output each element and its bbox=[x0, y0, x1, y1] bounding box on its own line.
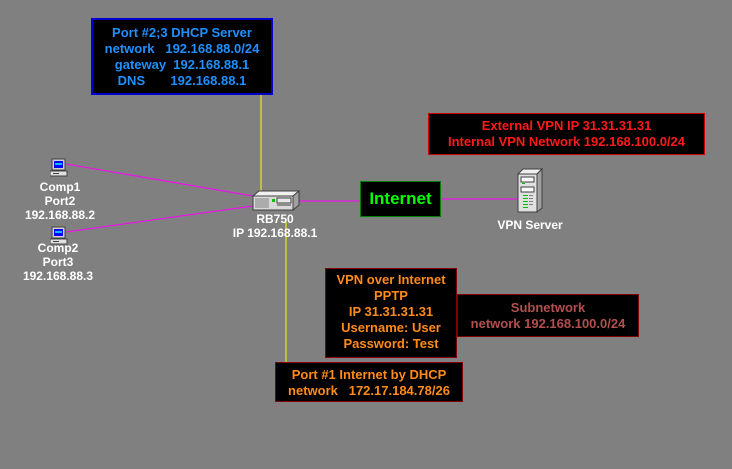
vpn-client-info-box: VPN over Internet PPTP IP 31.31.31.31 Us… bbox=[325, 268, 457, 358]
dhcp-network: network 192.168.88.0/24 bbox=[104, 41, 260, 56]
vpn-external-ip: External VPN IP 31.31.31.31 bbox=[481, 118, 652, 133]
link-comp2-router bbox=[65, 205, 254, 233]
vpn-internal-network: Internal VPN Network 192.168.100.0/24 bbox=[447, 134, 685, 149]
server-tower-icon bbox=[516, 167, 544, 214]
comp2-node[interactable] bbox=[49, 226, 68, 246]
dhcp-gateway: gateway 192.168.88.1 bbox=[114, 57, 250, 72]
vpn-server-info-box: External VPN IP 31.31.31.31 Internal VPN… bbox=[428, 113, 705, 155]
comp2-name: Comp2 bbox=[37, 241, 79, 255]
vpn-client-protocol: PPTP bbox=[374, 288, 408, 303]
router-icon bbox=[251, 189, 301, 212]
router-label: RB750 IP 192.168.88.1 bbox=[215, 212, 335, 240]
wan-port-info-box: Port #1 Internet by DHCP network 172.17.… bbox=[275, 362, 463, 402]
vpn-client-username: Username: User bbox=[341, 320, 441, 335]
vpn-server-node[interactable] bbox=[516, 167, 544, 214]
comp1-label: Comp1 Port2 192.168.88.2 bbox=[10, 180, 110, 222]
wan-network: network 172.17.184.78/26 bbox=[288, 383, 450, 398]
vpn-client-password: Password: Test bbox=[343, 336, 439, 351]
wan-title: Port #1 Internet by DHCP bbox=[291, 367, 447, 382]
vpn-server-name: VPN Server bbox=[497, 218, 563, 232]
subnetwork-info-box: Subnetwork network 192.168.100.0/24 bbox=[457, 294, 639, 337]
vpn-client-title: VPN over Internet bbox=[336, 272, 446, 287]
computer-icon bbox=[49, 226, 68, 245]
router-name: RB750 bbox=[256, 212, 294, 226]
vpn-client-ip: IP 31.31.31.31 bbox=[348, 304, 434, 319]
comp1-ip: 192.168.88.2 bbox=[24, 208, 96, 222]
router-ip: IP 192.168.88.1 bbox=[232, 226, 318, 240]
dhcp-title: Port #2;3 DHCP Server bbox=[112, 25, 252, 40]
dhcp-server-info-box: Port #2;3 DHCP Server network 192.168.88… bbox=[91, 18, 273, 95]
vpn-server-label: VPN Server bbox=[480, 218, 580, 232]
comp1-port: Port2 bbox=[44, 194, 76, 208]
subnetwork-title: Subnetwork bbox=[510, 300, 586, 315]
comp2-label: Comp2 Port3 192.168.88.3 bbox=[8, 241, 108, 283]
comp2-ip: 192.168.88.3 bbox=[22, 269, 94, 283]
comp2-port: Port3 bbox=[42, 255, 74, 269]
dhcp-dns: DNS 192.168.88.1 bbox=[117, 73, 247, 88]
comp1-node[interactable] bbox=[49, 158, 68, 178]
comp1-name: Comp1 bbox=[39, 180, 81, 194]
router-node[interactable] bbox=[251, 189, 301, 212]
link-comp1-router bbox=[65, 163, 254, 197]
internet-box: Internet bbox=[360, 181, 441, 217]
subnetwork-network: network 192.168.100.0/24 bbox=[470, 316, 626, 331]
internet-label: Internet bbox=[369, 189, 432, 208]
computer-icon bbox=[49, 158, 68, 177]
